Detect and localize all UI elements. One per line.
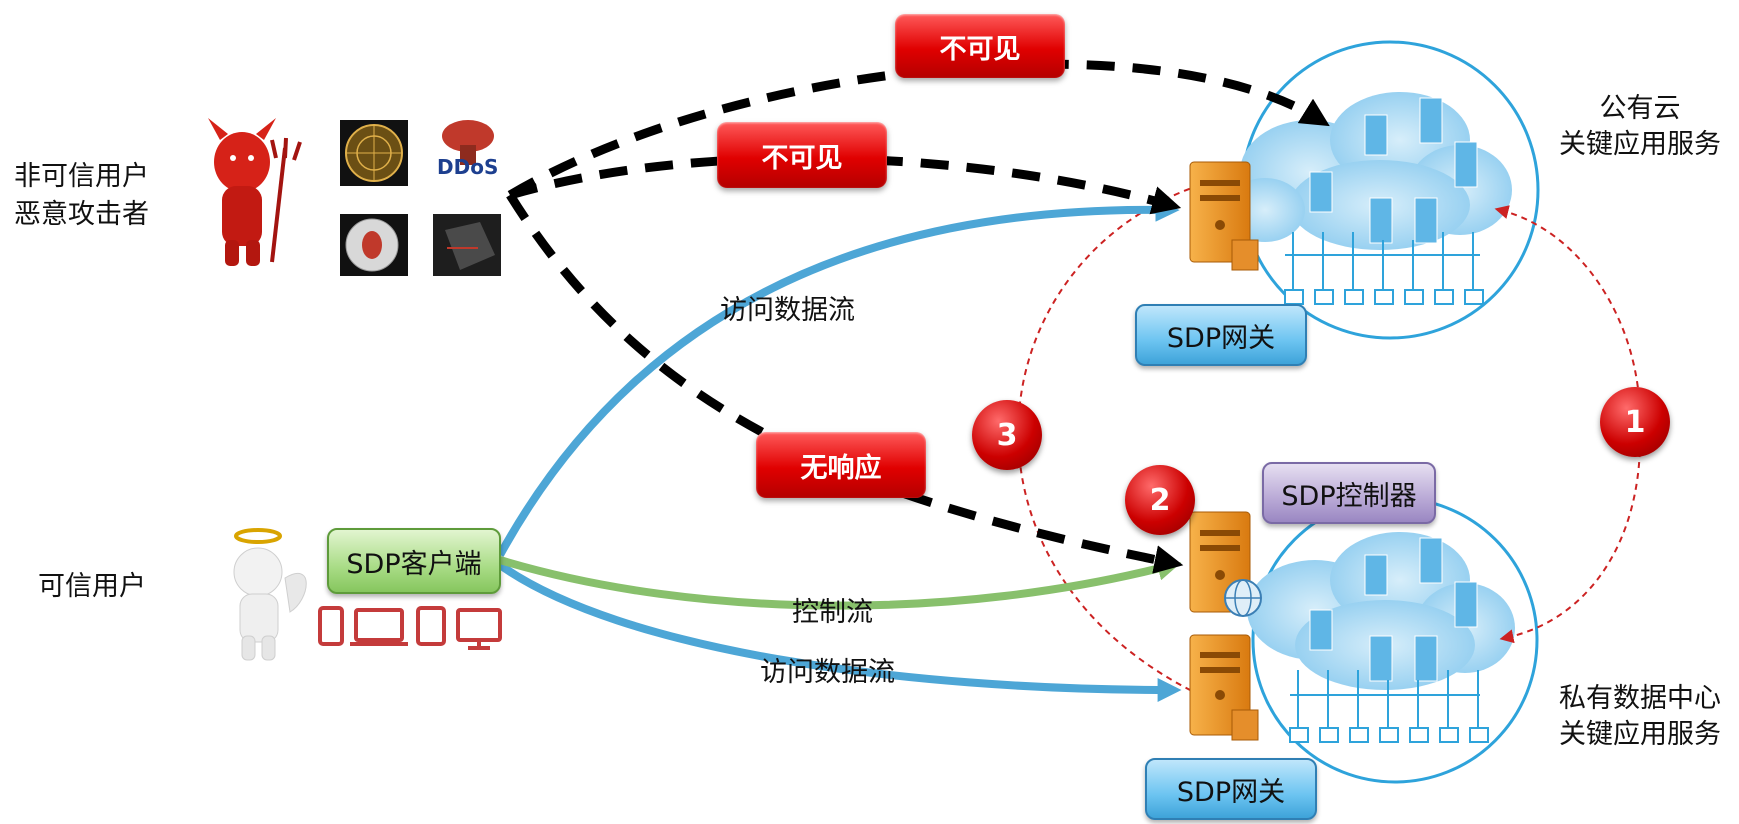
cycle-arc-right-up <box>1494 205 1641 421</box>
cycle-arc-left <box>1017 184 1201 691</box>
attacker-label: 恶意攻击者 <box>14 199 149 230</box>
server-icon <box>1189 161 1259 271</box>
dc-server-racks <box>1309 537 1478 682</box>
devices-icon <box>318 606 502 650</box>
cloud-label-line1: 公有云 <box>1599 93 1681 124</box>
cloud-server-racks <box>1309 97 1478 244</box>
angel-icon <box>233 528 307 661</box>
access-flow-bottom-label: 访问数据流 <box>760 657 895 688</box>
cloud-terminals <box>1284 232 1484 305</box>
public-cloud-site <box>1225 40 1540 340</box>
control-flow-label: 控制流 <box>792 597 873 628</box>
globe-icon <box>1224 579 1262 617</box>
private-dc-site <box>1247 496 1539 784</box>
ddos-icon <box>442 120 494 165</box>
broken-wall-icon <box>433 214 501 276</box>
devil-icon <box>208 118 302 266</box>
step-3-marker: 3 <box>972 400 1042 470</box>
server-icon <box>1189 634 1259 741</box>
sdp-client-box: SDP客户端 <box>327 528 501 594</box>
invisible-badge-top: 不可见 <box>895 14 1065 78</box>
control-flow-arrow <box>498 556 1182 610</box>
radar-icon <box>340 120 408 186</box>
dc-label-line1: 私有数据中心 <box>1559 683 1721 714</box>
trusted-user-label: 可信用户 <box>38 571 146 602</box>
access-flow-bottom-arrow <box>497 561 1182 702</box>
invisible-badge-mid: 不可见 <box>717 122 887 188</box>
no-response-badge: 无响应 <box>756 432 926 498</box>
cloud-label-line2: 关键应用服务 <box>1559 129 1721 160</box>
dc-terminals <box>1289 670 1489 743</box>
access-flow-top-label: 访问数据流 <box>720 295 855 326</box>
sdp-controller-box: SDP控制器 <box>1262 462 1436 524</box>
cycle-arc-right-down <box>1499 439 1641 644</box>
attack-path-top <box>507 59 1330 199</box>
step-1-marker: 1 <box>1600 387 1670 457</box>
access-flow-top-arrow <box>496 197 1180 557</box>
step-2-marker: 2 <box>1125 465 1195 535</box>
sdp-gateway-cloud-box: SDP网关 <box>1135 304 1307 366</box>
ddos-label: DDoS <box>437 155 499 179</box>
untrusted-user-label: 非可信用户 <box>14 161 149 192</box>
bug-icon <box>340 214 408 276</box>
sdp-gateway-dc-box: SDP网关 <box>1145 758 1317 820</box>
attack-path-low <box>506 192 1184 574</box>
dc-label-line2: 关键应用服务 <box>1559 719 1721 750</box>
